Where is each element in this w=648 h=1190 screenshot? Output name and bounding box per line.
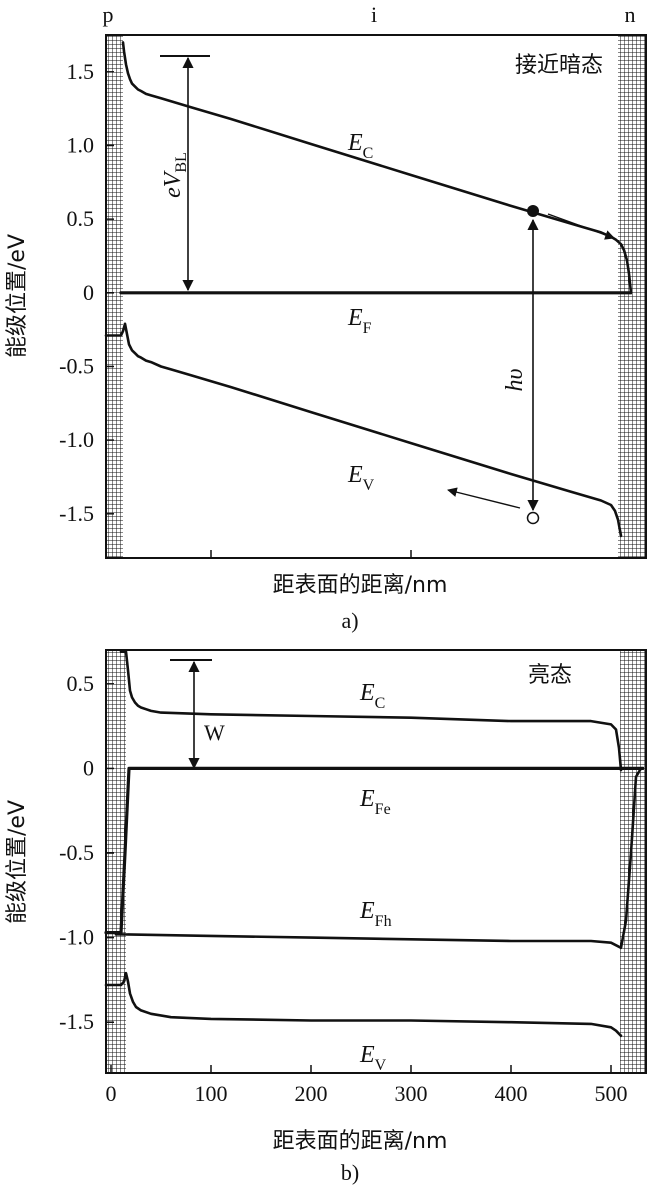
x-tick-label: 200 bbox=[295, 1081, 328, 1106]
w-label: W bbox=[204, 720, 225, 745]
y-tick-label: 0.5 bbox=[67, 206, 95, 231]
y-tick-label: 1.0 bbox=[67, 132, 95, 157]
top-label-n: n bbox=[625, 2, 636, 27]
x-tick-label: 0 bbox=[106, 1081, 117, 1106]
ev-label-b: EV bbox=[359, 1042, 387, 1074]
x-tick-label: 100 bbox=[195, 1081, 228, 1106]
caption-b: b) bbox=[341, 1160, 359, 1185]
y-tick-label: 0 bbox=[83, 755, 94, 780]
ylabel-a: 能级位置/eV bbox=[5, 234, 30, 358]
x-ticks-b: 0 100 200 300 400 500 bbox=[106, 1065, 628, 1106]
series-line-e-fe bbox=[104, 766, 645, 935]
panel-a-dark-state: p i n 1.5 1.0 0.5 0 -0.5 -1.0 -1.5 eVBL hυ 接近暗… bbox=[5, 2, 647, 633]
n-layer-hatch-a bbox=[618, 35, 646, 558]
panel-b-light-state: 0.5 0 -0.5 -1.0 -1.5 0 100 200 300 400 500 W 亮态 E… bbox=[5, 649, 647, 1185]
ec-label-a: EC bbox=[347, 130, 373, 162]
ev-label-a: EV bbox=[347, 462, 375, 494]
ec-label-b: EC bbox=[359, 680, 385, 712]
xlabel-a: 距表面的距离/nm bbox=[273, 573, 448, 598]
p-layer-hatch-b bbox=[106, 650, 126, 1073]
ebl-label: eVBL bbox=[160, 152, 190, 198]
series-line-e-c bbox=[121, 41, 633, 295]
state-label-a: 接近暗态 bbox=[515, 53, 603, 78]
electron-dot bbox=[527, 205, 539, 217]
ylabel-b: 能级位置/eV bbox=[5, 800, 30, 924]
state-label-b: 亮态 bbox=[528, 663, 572, 688]
y-tick-label: 0 bbox=[83, 280, 94, 305]
series-line-e-c bbox=[119, 650, 623, 772]
y-tick-label: -1.5 bbox=[59, 501, 94, 526]
x-tick-label: 400 bbox=[495, 1081, 528, 1106]
n-layer-hatch-b bbox=[620, 650, 646, 1073]
plot-frame-a bbox=[105, 34, 647, 559]
y-tick-label: -0.5 bbox=[59, 840, 94, 865]
series-line-e-v bbox=[104, 322, 623, 538]
x-ticks-a bbox=[210, 550, 412, 558]
ef-label-a: EF bbox=[347, 305, 372, 337]
y-tick-label: -0.5 bbox=[59, 353, 94, 378]
p-layer-hatch-a bbox=[106, 35, 123, 558]
hole-dot bbox=[526, 511, 540, 525]
hole-drift-arrow bbox=[447, 487, 521, 509]
top-label-p: p bbox=[103, 2, 114, 27]
photon-label: hυ bbox=[502, 368, 528, 391]
y-tick-label: -1.0 bbox=[59, 925, 94, 950]
efh-label-b: EFh bbox=[359, 898, 392, 930]
y-tick-label: 0.5 bbox=[67, 671, 95, 696]
y-ticks-b: 0.5 0 -0.5 -1.0 -1.5 bbox=[59, 671, 114, 1034]
x-tick-label: 300 bbox=[395, 1081, 428, 1106]
electron-drift-arrow bbox=[547, 213, 615, 240]
series-line-e-fh bbox=[114, 767, 643, 950]
y-tick-label: 1.5 bbox=[67, 59, 95, 84]
series-b bbox=[104, 650, 645, 1038]
y-tick-label: -1.0 bbox=[59, 427, 94, 452]
x-tick-label: 500 bbox=[595, 1081, 628, 1106]
xlabel-b: 距表面的距离/nm bbox=[273, 1129, 448, 1154]
efe-label-b: EFe bbox=[359, 786, 391, 818]
plot-frame-b bbox=[105, 649, 647, 1074]
y-ticks-a: 1.5 1.0 0.5 0 -0.5 -1.0 -1.5 bbox=[59, 59, 114, 526]
series-a bbox=[104, 41, 633, 538]
caption-a: a) bbox=[341, 608, 358, 633]
y-tick-label: -1.5 bbox=[59, 1009, 94, 1034]
series-line-e-v bbox=[104, 971, 623, 1038]
top-label-i: i bbox=[371, 2, 377, 27]
